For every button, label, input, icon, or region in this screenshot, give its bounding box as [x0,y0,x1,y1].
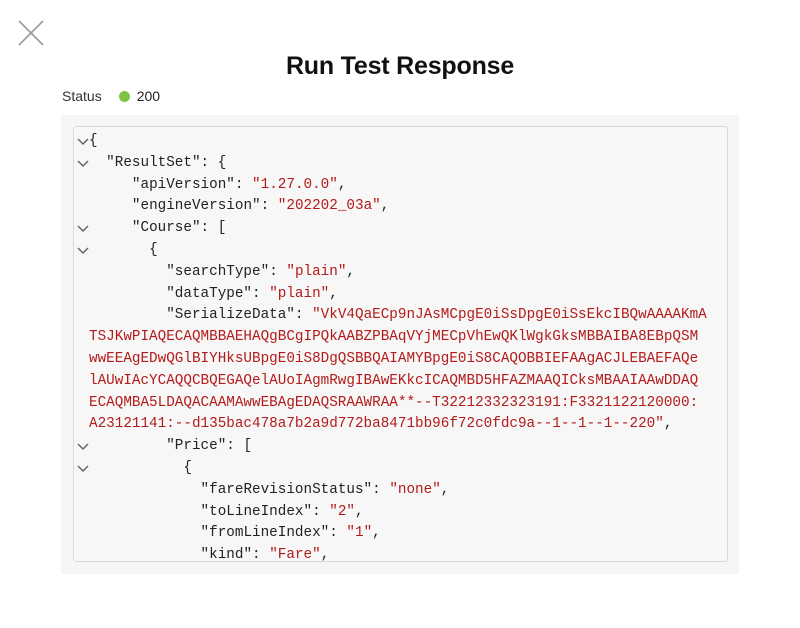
json-line: "Course": [ [74,218,727,240]
json-line: { [74,458,727,480]
json-line: { [74,131,727,153]
json-line: "toLineIndex": "2", [200,503,364,520]
dialog-title: Run Test Response [285,52,515,80]
close-icon[interactable] [17,19,45,47]
json-line: "engineVersion": "202202_03a", [131,198,390,215]
chevron-down-icon[interactable] [77,224,89,234]
status-indicator-icon [118,90,130,102]
status-label: Status [62,88,102,104]
json-viewer[interactable]: { "ResultSet": { "apiVersion": "1.27.0.0… [73,126,728,562]
json-line-wrap: wwEEAgEDwQGlBIYHksUBpgE0iS8DgQSBBQAIAMYB… [89,350,699,367]
json-line-wrap: TSJKwPIAQECAQMBBAEHAQgBCgIPQkAABZPBAqVYj… [89,329,699,346]
json-line-wrap: lAUwIAcYCAQQCBQEGAQelAUoIAgmRwgIBAwEKkcI… [89,372,699,389]
status-row: Status 200 [62,86,160,106]
json-line-wrap: A23121141:--d135bac478a7b2a9d772ba8471bb… [89,416,673,433]
json-line: "fromLineIndex": "1", [200,525,381,542]
json-line: "Price": [ [74,436,727,458]
status-code: 200 [136,88,161,104]
json-line: "ResultSet": { [74,153,727,175]
json-code: { "ResultSet": { "apiVersion": "1.27.0.0… [74,131,727,562]
json-line: "apiVersion": "1.27.0.0", [131,176,347,193]
json-line: "dataType": "plain", [166,285,338,302]
chevron-down-icon[interactable] [77,137,89,147]
json-line: "fareRevisionStatus": "none", [200,481,450,498]
chevron-down-icon[interactable] [77,442,89,452]
chevron-down-icon[interactable] [77,246,89,256]
chevron-down-icon[interactable] [77,464,89,474]
json-line: { [74,240,727,262]
json-line: "SerializeData": "VkV4QaECp9nJAsMCpgE0iS… [166,307,707,324]
json-line-wrap: ECAQMBA5LDAQACAAMAwwEBAgEDAQSRAAWRAA**--… [89,394,699,411]
json-line: "searchType": "plain", [166,263,356,280]
chevron-down-icon[interactable] [77,159,89,169]
json-line: "kind": "Fare", [200,547,330,562]
